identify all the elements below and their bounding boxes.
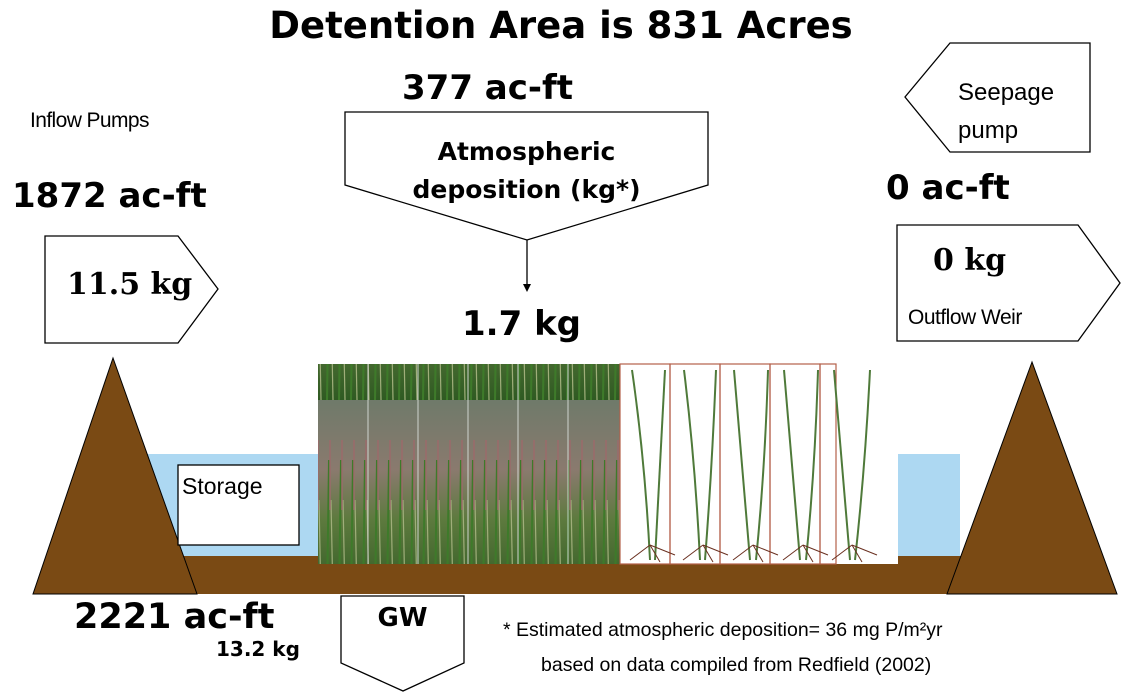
gw-arrow <box>340 595 465 692</box>
outflow-arrow <box>896 224 1121 342</box>
storage-label: Storage <box>182 473 263 499</box>
seepage-volume: 0 ac-ft <box>886 168 1010 208</box>
inflow-arrow <box>44 235 219 344</box>
atmospheric-label-line1: Atmospheric <box>437 137 616 166</box>
storage-box <box>177 464 300 546</box>
gw-volume: 2221 ac-ft <box>74 597 275 637</box>
gw-label: GW <box>377 603 428 633</box>
gw-load: 13.2 kg <box>216 637 300 661</box>
footnote-line2: based on data compiled from Redfield (20… <box>541 654 932 676</box>
left-levee <box>32 356 198 595</box>
seepage-label: Seepage pump <box>958 74 1054 150</box>
atmospheric-volume: 377 ac-ft <box>402 68 574 108</box>
grass-photos <box>318 364 620 564</box>
outflow-load: 0 kg <box>933 243 1007 278</box>
seepage-label-line1: Seepage <box>958 79 1055 106</box>
plant-root-photos <box>619 363 898 565</box>
right-levee <box>946 360 1118 595</box>
seepage-label-line2: pump <box>958 117 1019 144</box>
atmospheric-arrow <box>344 111 709 241</box>
footnote-line1: * Estimated atmospheric deposition= 36 m… <box>503 619 943 641</box>
inflow-load: 11.5 kg <box>67 267 193 302</box>
atmospheric-load: 1.7 kg <box>462 304 582 344</box>
inflow-pumps-label: Inflow Pumps <box>30 109 149 132</box>
atmospheric-label-line2: deposition (kg*) <box>412 175 641 204</box>
deposition-arrow-head <box>523 284 531 292</box>
diagram-title: Detention Area is 831 Acres <box>269 4 853 47</box>
inflow-volume: 1872 ac-ft <box>12 176 207 216</box>
outflow-weir-label: Outflow Weir <box>908 306 1022 329</box>
seepage-arrow <box>904 42 1091 153</box>
atmospheric-label: Atmospheric deposition (kg*) <box>345 133 708 209</box>
grass-photo-panels <box>318 364 620 564</box>
